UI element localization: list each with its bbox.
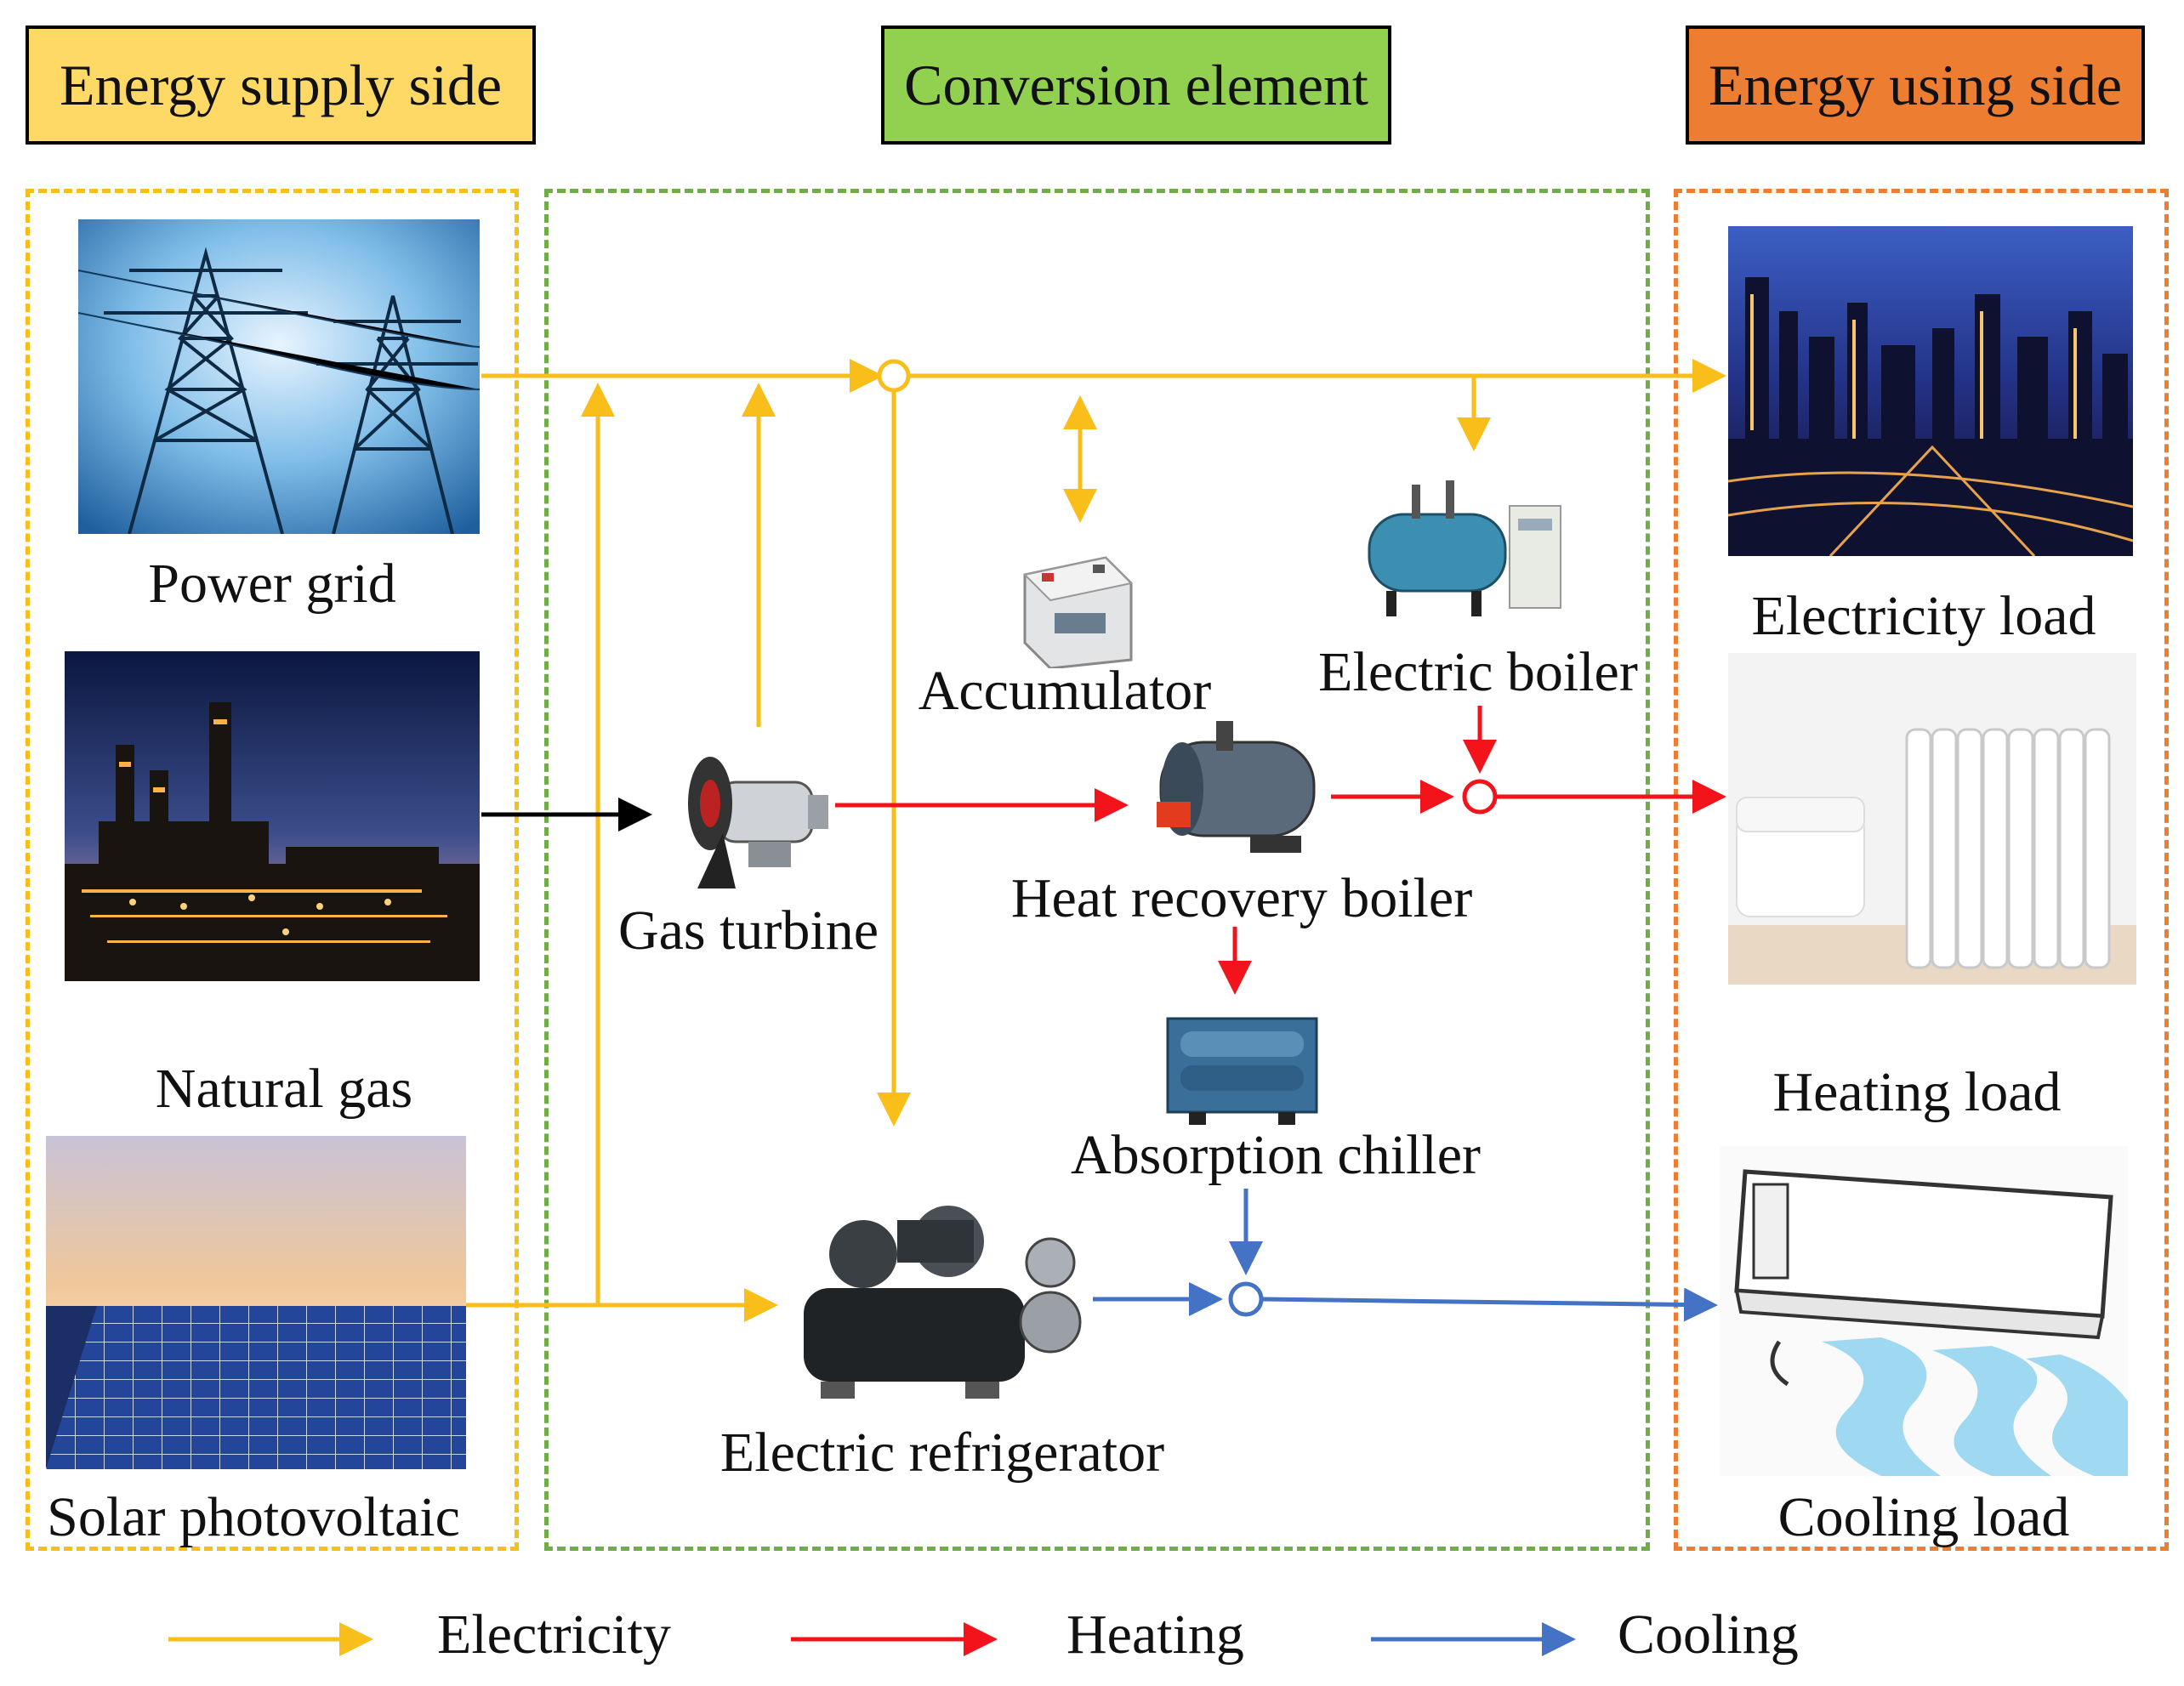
label-accumulator: Accumulator	[918, 660, 1212, 722]
label-solar-photovoltaic: Solar photovoltaic	[47, 1486, 460, 1548]
label-gas-turbine: Gas turbine	[617, 900, 879, 962]
heating-load-radiator-image	[1728, 653, 2136, 985]
label-heat-recovery-boiler: Heat recovery boiler	[1010, 867, 1473, 929]
region-using	[1674, 189, 2169, 1551]
natural-gas-plant-image	[65, 651, 480, 981]
power-grid-image	[78, 219, 480, 534]
label-electricity-load: Electricity load	[1751, 585, 2096, 647]
label-electric-boiler: Electric boiler	[1318, 641, 1638, 703]
header-conversion-element: Conversion element	[881, 26, 1391, 145]
electricity-load-city-image	[1728, 226, 2133, 556]
region-conversion	[544, 189, 1650, 1551]
header-energy-using-side: Energy using side	[1686, 26, 2145, 145]
cooling-load-ac-image	[1720, 1146, 2128, 1476]
heating-node	[1462, 779, 1498, 815]
flow-node-to-cooling-load	[1262, 1287, 1718, 1322]
absorption-chiller-image	[1155, 1002, 1329, 1129]
electric-refrigerator-image	[795, 1195, 1101, 1407]
accumulator-image	[1012, 541, 1140, 668]
electricity-bus-node	[877, 359, 911, 393]
heat-recovery-boiler-image	[1148, 717, 1327, 861]
label-natural-gas: Natural gas	[155, 1058, 413, 1120]
cooling-node	[1228, 1281, 1264, 1317]
label-cooling-load: Cooling load	[1777, 1486, 2070, 1548]
label-power-grid: Power grid	[148, 553, 396, 615]
gas-turbine-image	[672, 740, 833, 893]
label-absorption-chiller: Absorption chiller	[1070, 1124, 1482, 1186]
electric-boiler-image	[1361, 472, 1565, 625]
legend-cooling-label: Cooling	[1618, 1604, 1799, 1666]
header-energy-supply-side: Energy supply side	[26, 26, 536, 145]
header-energy-using-side-text: Energy using side	[1708, 52, 2123, 117]
header-energy-supply-side-text: Energy supply side	[59, 52, 503, 117]
region-supply	[26, 189, 519, 1551]
legend-electricity-label: Electricity	[437, 1604, 671, 1666]
label-heating-load: Heating load	[1772, 1061, 2062, 1123]
label-electric-refrigerator: Electric refrigerator	[719, 1422, 1165, 1484]
legend-heating-label: Heating	[1066, 1604, 1244, 1666]
header-conversion-element-text: Conversion element	[904, 52, 1368, 117]
solar-pv-image	[46, 1136, 466, 1469]
